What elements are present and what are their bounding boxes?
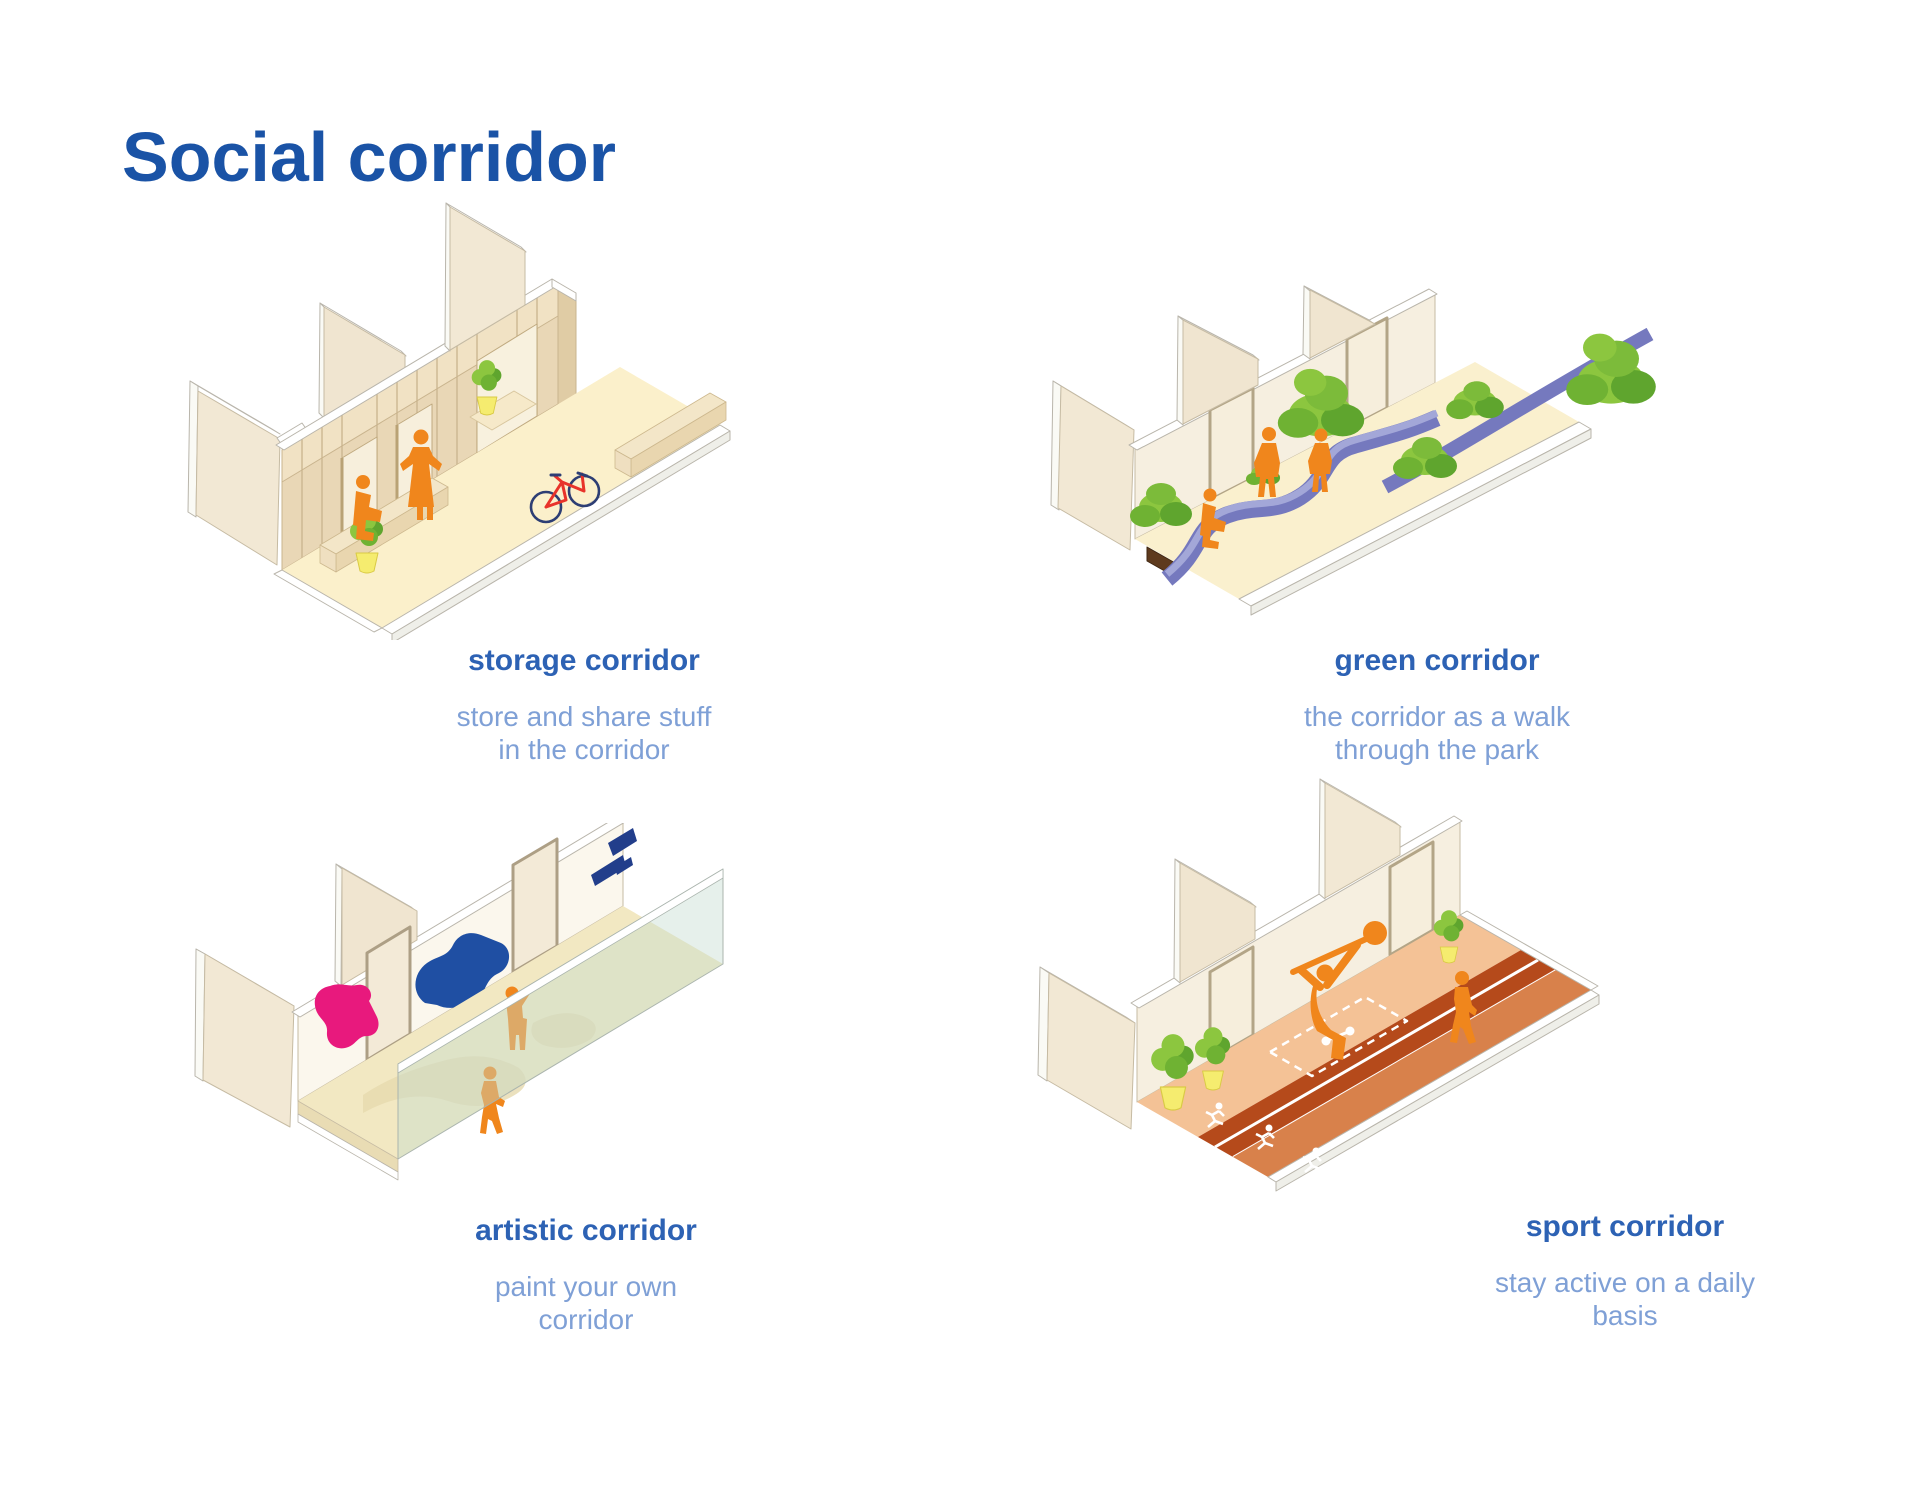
storage-opening: [341, 436, 378, 535]
person-standing-icon: [1254, 427, 1280, 497]
person-walking-icon: [480, 1066, 505, 1134]
person-walking-icon: [1450, 971, 1477, 1044]
plant-icon: [1194, 1027, 1231, 1091]
storage-corridor-scene: [187, 202, 731, 640]
corridor-wall: [1130, 815, 1463, 1103]
blue-paint-blob: [415, 933, 510, 1008]
plant-icon: [471, 360, 502, 416]
runner-icon: [1302, 1147, 1322, 1173]
planter-box: [1146, 546, 1178, 579]
door: [1388, 840, 1435, 957]
caption-description: the corridor as a walk through the park: [1303, 701, 1571, 765]
storage-opening: [396, 403, 433, 502]
person-standing-icon: [400, 429, 442, 520]
floor-curb: [1238, 421, 1592, 616]
storage-corridor-caption: storage corridor store and share stuff i…: [408, 644, 760, 767]
plant-icon: [1277, 368, 1365, 438]
floor-curb: [273, 424, 731, 640]
green-corridor-caption: green corridor the corridor as a walk th…: [1261, 644, 1613, 767]
wall-partition-right: [444, 202, 527, 352]
caption-description: paint your own corridor: [494, 1271, 678, 1335]
storage-corridor-illustration: [170, 155, 745, 640]
wall-partition-back: [1302, 285, 1376, 360]
caption-title: artistic corridor: [475, 1214, 697, 1247]
painting-wall: [291, 823, 625, 1102]
wall-left: [187, 380, 281, 566]
person-lifting-barbell-icon: [1290, 921, 1387, 1060]
green-corridor-scene: [1050, 285, 1656, 616]
caption-description: stay active on a daily basis: [1495, 1267, 1755, 1331]
person-standing-icon: [1308, 428, 1332, 492]
door: [1345, 316, 1389, 431]
caption-description: store and share stuff in the corridor: [456, 701, 712, 765]
door: [511, 837, 559, 974]
door: [1208, 386, 1255, 502]
floor-step: [469, 390, 537, 431]
runner-icon: [1205, 1102, 1225, 1128]
floor-paint-blob: [363, 1056, 526, 1113]
plant-icon: [1566, 333, 1656, 405]
person-painting-icon: [505, 986, 531, 1050]
plant-icon: [1245, 460, 1281, 485]
caption-title: green corridor: [1334, 644, 1540, 677]
wall-partition-back: [334, 863, 418, 987]
bicycle-icon: [529, 471, 601, 524]
corridor-wall: [1128, 288, 1438, 540]
wall-left: [1050, 380, 1135, 551]
wall-partition-back: [1173, 858, 1257, 984]
corridor-floor: [282, 367, 720, 628]
wall-partition-back: [318, 302, 407, 419]
wall-partition-back: [1176, 315, 1260, 426]
winding-bench: [1161, 327, 1654, 586]
sport-corridor-caption: sport corridor stay active on a daily ba…: [1449, 1210, 1801, 1333]
corridor-floor: [1135, 362, 1579, 599]
navy-paint-patch: [591, 828, 637, 886]
dumbbell-icon: [1321, 1026, 1355, 1046]
green-corridor-illustration: [1005, 282, 1665, 672]
door: [1208, 945, 1255, 1062]
artistic-corridor-caption: artistic corridor paint your own corrido…: [410, 1214, 762, 1337]
floor-paint-blob: [531, 1013, 596, 1048]
plant-icon: [1446, 381, 1504, 420]
plant-icon: [350, 512, 383, 574]
storage-open-bay: [476, 323, 538, 454]
bench: [319, 477, 449, 573]
runner-icon: [1255, 1124, 1275, 1150]
plant-icon: [1393, 437, 1457, 479]
workout-zone: [1268, 995, 1409, 1078]
wall-rail: [276, 422, 308, 446]
caption-title: sport corridor: [1525, 1210, 1725, 1243]
storage-cabinet-wall: [275, 278, 577, 571]
bench: [614, 392, 727, 478]
door: [365, 925, 412, 1062]
person-sitting-icon: [1200, 488, 1226, 549]
person-sitting-icon: [353, 475, 382, 541]
corridor-floor: [298, 906, 723, 1159]
plant-icon: [1151, 1034, 1194, 1111]
page-title: Social corridor: [122, 117, 617, 196]
plant-icon: [1130, 483, 1192, 527]
wall-left: [1037, 966, 1136, 1130]
floor-edge: [297, 1100, 399, 1181]
running-track: [1137, 910, 1600, 1192]
plant-icon: [1433, 910, 1464, 964]
glass-balustrade: [397, 868, 724, 1160]
wall-partition-right: [1318, 778, 1402, 900]
caption-title: storage corridor: [468, 644, 700, 677]
pink-paint-blob: [314, 984, 379, 1049]
wall-left: [194, 948, 295, 1128]
